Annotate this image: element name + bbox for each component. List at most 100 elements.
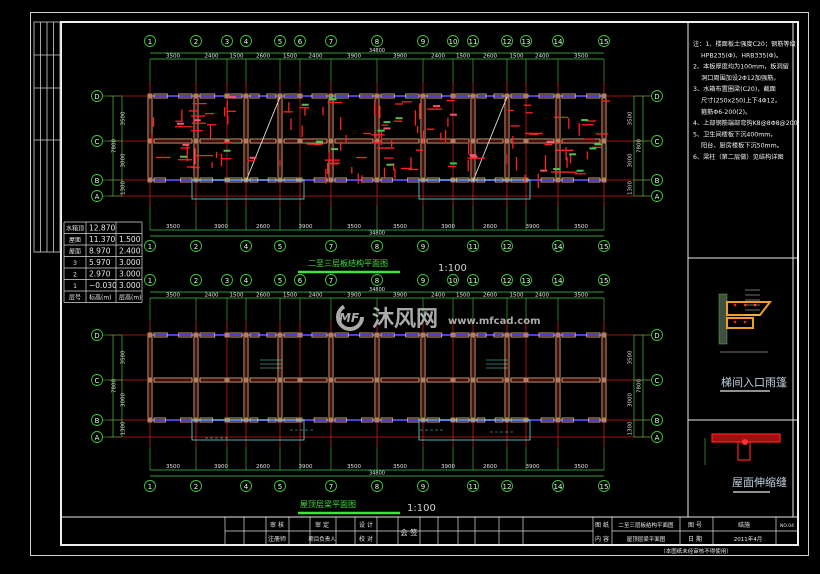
axis-bubble xyxy=(651,135,663,147)
axis-label: 8 xyxy=(375,38,379,46)
axis-label: 5 xyxy=(278,38,282,46)
dimension-text: 2600 xyxy=(483,293,497,299)
axis-bubble xyxy=(221,35,233,47)
axis-label: 5 xyxy=(278,277,282,285)
dimension-text: 3500 xyxy=(166,464,180,470)
elevation-cell: 3.000 xyxy=(119,281,141,290)
axis-bubble xyxy=(371,240,383,252)
axis-label: D xyxy=(94,332,99,340)
dimension-text: 3900 xyxy=(214,224,228,230)
title-block-registrar: 注册师 xyxy=(268,535,286,543)
column xyxy=(601,138,607,144)
rebar-label-mark xyxy=(193,119,201,122)
column xyxy=(523,138,529,144)
note-line: 阳台、厨房楼板下沉50mm。 xyxy=(701,142,783,150)
axis-bubble xyxy=(91,431,103,443)
rebar-label-mark xyxy=(470,155,478,158)
rebar-label-mark xyxy=(182,143,190,146)
axis-bubble xyxy=(274,274,286,286)
canopy-detail-title: 梯间入口雨篷 xyxy=(721,375,787,389)
axis-bubble xyxy=(651,174,663,186)
outer-frame xyxy=(30,12,809,556)
rebar-label-mark xyxy=(449,113,457,116)
rebar-dot xyxy=(743,320,747,324)
axis-bubble xyxy=(467,240,479,252)
total-dimension-text-vertical: 7800 xyxy=(637,379,643,393)
axis-label: C xyxy=(95,138,100,146)
axis-bubble xyxy=(91,90,103,102)
axis-label: 12 xyxy=(503,277,512,285)
axis-label: 10 xyxy=(449,277,458,285)
column xyxy=(243,138,249,144)
wall-horizontal xyxy=(283,377,328,383)
axis-bubble xyxy=(144,35,156,47)
axis-label: 9 xyxy=(421,243,425,251)
axis-label: B xyxy=(655,177,660,185)
axis-label: A xyxy=(95,193,100,201)
column xyxy=(555,332,561,338)
column xyxy=(420,332,426,338)
lower-plan-scale: 1:100 xyxy=(407,503,436,514)
column xyxy=(297,377,303,383)
axis-label: C xyxy=(95,377,100,385)
axis-label: 11 xyxy=(469,38,478,46)
wall-horizontal xyxy=(380,332,395,338)
wall-horizontal xyxy=(178,93,193,99)
rebar-dot xyxy=(733,303,737,307)
title-block-drawing-name-2: 屋顶层梁平面图 xyxy=(627,535,666,543)
axis-label: 2 xyxy=(194,243,198,251)
axis-bubble xyxy=(190,480,202,492)
axis-bubble xyxy=(651,90,663,102)
axis-bubble xyxy=(552,274,564,286)
title-block-number-value: 结施 xyxy=(738,521,750,529)
total-dimension-text: 34800 xyxy=(369,287,385,293)
axis-label: 1 xyxy=(148,277,152,285)
axis-bubble xyxy=(417,240,429,252)
rebar-label-mark xyxy=(176,122,184,125)
column xyxy=(277,332,283,338)
dimension-text-vertical: 3500 xyxy=(121,350,127,364)
dimension-text-vertical: 3500 xyxy=(628,111,634,125)
wall-horizontal xyxy=(538,93,555,99)
column xyxy=(374,377,380,383)
wall-horizontal xyxy=(380,177,393,183)
dimension-text: 3500 xyxy=(393,464,407,470)
rebar-label-mark xyxy=(223,149,231,152)
dimension-text: 2600 xyxy=(256,464,270,470)
column xyxy=(328,417,334,423)
column xyxy=(328,93,334,99)
elevation-cell: 1.500 xyxy=(119,235,141,244)
dimension-text: 2400 xyxy=(535,293,549,299)
wall-horizontal xyxy=(561,377,601,383)
wall-horizontal xyxy=(153,93,168,99)
dimension-text: 1500 xyxy=(456,54,470,60)
wall-horizontal xyxy=(153,177,166,183)
wall-horizontal xyxy=(334,332,349,338)
total-dimension-text-vertical: 7800 xyxy=(112,379,118,393)
axis-label: A xyxy=(655,434,660,442)
watermark-brand: 沐风网 xyxy=(372,307,438,332)
axis-label: 13 xyxy=(522,277,531,285)
wall-horizontal xyxy=(249,93,260,99)
wall-horizontal xyxy=(153,377,193,383)
column xyxy=(374,332,380,338)
axis-label: 2 xyxy=(194,38,198,46)
rebar-label-mark xyxy=(540,169,548,172)
title-block-design: 设 计 xyxy=(359,521,373,529)
dimension-text: 1500 xyxy=(456,293,470,299)
note-line: 3、水箱布置圈梁(C20)，截面 xyxy=(693,85,776,93)
column xyxy=(555,377,561,383)
elevation-cell: 水箱顶 xyxy=(66,225,84,233)
dimension-text: 3900 xyxy=(441,464,455,470)
dimension-text: 1500 xyxy=(283,54,297,60)
elevation-cell: 3.000 xyxy=(119,258,141,267)
column xyxy=(470,93,476,99)
axis-bubble xyxy=(651,374,663,386)
wall-horizontal xyxy=(426,377,470,383)
dimension-text-vertical: 1300 xyxy=(628,181,634,195)
axis-bubble xyxy=(325,240,337,252)
axis-label: B xyxy=(95,417,100,425)
wall-horizontal xyxy=(476,93,487,99)
